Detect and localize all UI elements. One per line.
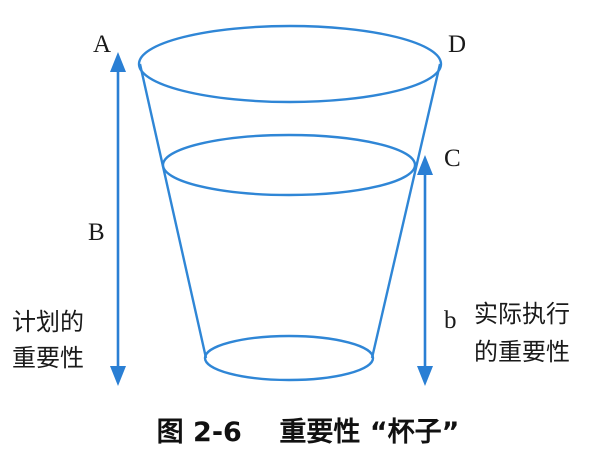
cup-right-wall (370, 63, 442, 359)
water-level-ellipse (161, 133, 417, 197)
letter-B-label: B (88, 219, 105, 246)
actual-arrow-head-down (417, 366, 433, 386)
figure-caption: 图 2-6 重要性 “杯子” (157, 417, 460, 448)
actual-importance-arrow (417, 155, 433, 386)
cup (137, 24, 443, 382)
point-a-label: A (93, 31, 111, 58)
cup-bottom-ellipse (203, 334, 375, 382)
planned-arrow-head-down (110, 366, 126, 386)
actual-importance-line2: 的重要性 (474, 338, 570, 366)
cup-left-wall (138, 63, 208, 359)
planned-arrow-head-up (110, 52, 126, 72)
planned-importance-line2: 重要性 (12, 344, 84, 372)
cup-rim-ellipse (137, 24, 443, 104)
actual-importance-line1: 实际执行 (474, 300, 570, 328)
point-d-label: D (448, 31, 466, 58)
point-c-label: C (444, 145, 461, 172)
actual-arrow-head-up (417, 155, 433, 175)
letter-b-label: b (444, 307, 457, 334)
planned-importance-arrow (110, 52, 126, 386)
planned-importance-line1: 计划的 (12, 308, 84, 336)
